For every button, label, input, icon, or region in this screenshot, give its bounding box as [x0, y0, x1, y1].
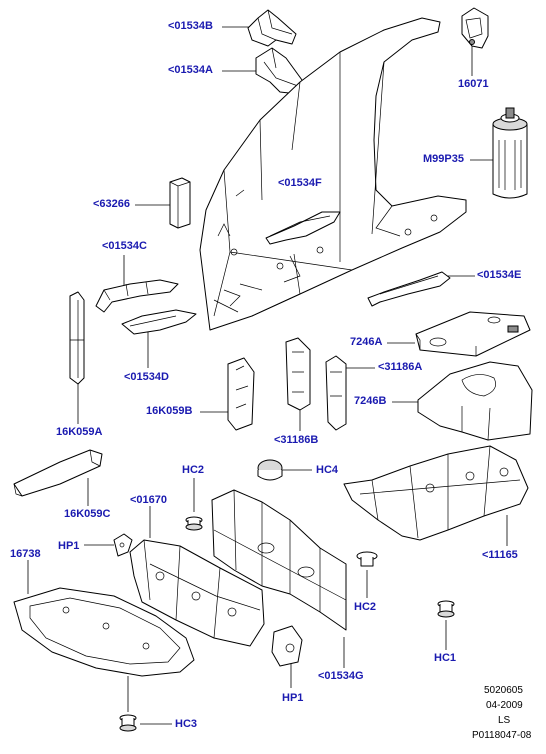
part-01534b-bracket [247, 9, 297, 47]
callout-01534a[interactable]: <01534A [168, 64, 213, 76]
callout-31186a[interactable]: <31186A [378, 361, 423, 373]
part-01534f-bracket [265, 211, 341, 245]
part-01534c-bracket [95, 279, 179, 313]
part-63266-foam-block [169, 177, 191, 229]
part-01534e-bracket [367, 271, 451, 307]
part-31186b-bracket [285, 337, 311, 411]
part-31186a-bracket [325, 355, 347, 431]
part-hp1-plug-left [113, 533, 133, 557]
callout-hp1-lower[interactable]: HP1 [282, 692, 304, 704]
callout-01534d[interactable]: <01534D [124, 371, 169, 383]
part-16k059c-foam-block [13, 449, 103, 497]
diagram-reference-number: 5020605 [484, 685, 523, 696]
callout-16k059b[interactable]: 16K059B [146, 405, 193, 417]
part-16k059a-foam-strip [69, 291, 85, 385]
callout-16k059a[interactable]: 16K059A [56, 426, 103, 438]
part-hc4-plug [257, 459, 283, 481]
part-16071-bracket [461, 7, 489, 49]
callout-hp1-left[interactable]: HP1 [58, 540, 80, 552]
part-hc2-clip-upper [185, 516, 203, 531]
callout-7246a[interactable]: 7246A [350, 336, 383, 348]
part-hc2-clip-lower [356, 551, 378, 567]
diagram-illustration-id: P0118047-08 [472, 730, 532, 741]
callout-63266[interactable]: <63266 [93, 198, 131, 210]
callout-16k059c[interactable]: 16K059C [64, 508, 111, 520]
part-hc3-clip [119, 714, 137, 732]
callout-hc2-lower[interactable]: HC2 [354, 601, 377, 613]
part-body-side-pillar [199, 17, 467, 331]
callout-m99p35[interactable]: M99P35 [423, 153, 464, 165]
callout-01534g[interactable]: <01534G [318, 670, 364, 682]
part-hp1-plug-lower [271, 625, 303, 667]
callout-01534e[interactable]: <01534E [477, 269, 522, 281]
callout-hc2-upper[interactable]: HC2 [182, 464, 205, 476]
part-7246b-insulator [417, 361, 533, 441]
callout-01670[interactable]: <01670 [130, 494, 168, 506]
callout-11165[interactable]: <11165 [482, 549, 518, 561]
callout-16738[interactable]: 16738 [10, 548, 41, 560]
callout-01534f[interactable]: <01534F [278, 177, 322, 189]
callout-16071[interactable]: 16071 [458, 78, 489, 90]
callout-01534c[interactable]: <01534C [102, 240, 147, 252]
part-01534d-bracket [121, 309, 197, 335]
part-11165-floor-pan [343, 445, 529, 541]
diagram-model-code: LS [498, 715, 511, 726]
part-m99p35-spray-can [492, 107, 528, 199]
diagram-date: 04-2009 [486, 700, 523, 711]
part-7246a-insulator-pad [415, 311, 531, 357]
part-16738-insulator-tray [13, 587, 195, 677]
part-16k059b-foam-block [227, 357, 255, 431]
part-01670-dash-panel [129, 539, 265, 647]
part-floor-tunnel-panel [211, 489, 347, 631]
callout-01534b[interactable]: <01534B [168, 20, 213, 32]
callout-hc4[interactable]: HC4 [316, 464, 339, 476]
callout-31186b[interactable]: <31186B [274, 434, 319, 446]
callout-hc3[interactable]: HC3 [175, 718, 198, 730]
callout-7246b[interactable]: 7246B [354, 395, 387, 407]
part-hc1-clip [437, 600, 455, 618]
callout-hc1[interactable]: HC1 [434, 652, 457, 664]
